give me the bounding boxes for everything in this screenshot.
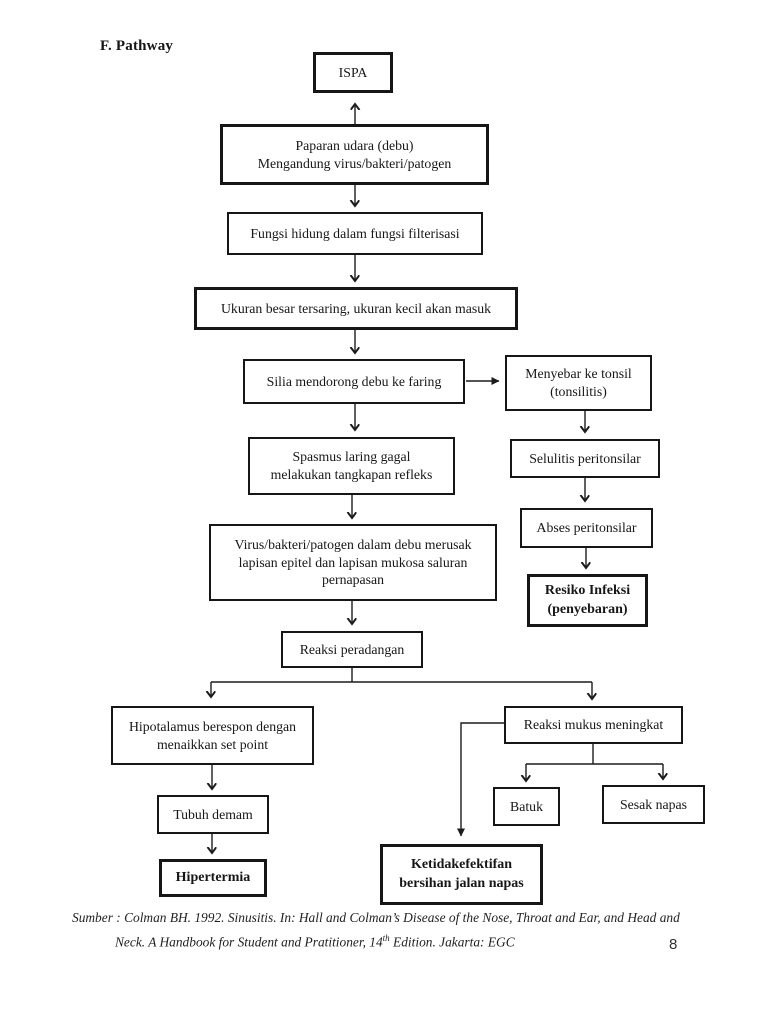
flow-node-ukuran-besar: Ukuran besar tersaring, ukuran kecil aka… [194,287,518,330]
flow-node-virus-merusak: Virus/bakteri/patogen dalam debu merusak… [209,524,497,601]
flow-node-reaksi-mukus: Reaksi mukus meningkat [504,706,683,744]
flow-node-hipertermia: Hipertermia [159,859,267,897]
flow-node-reaksi-peradangan: Reaksi peradangan [281,631,423,668]
flow-node-fungsi-hidung: Fungsi hidung dalam fungsi filterisasi [227,212,483,255]
citation-superscript: th [382,933,390,943]
flow-node-sesak-napas: Sesak napas [602,785,705,824]
flow-node-selulitis: Selulitis peritonsilar [510,439,660,478]
flow-node-resiko-infeksi: Resiko Infeksi (penyebaran) [527,574,648,627]
page-number: 8 [669,936,678,953]
page-title: F. Pathway [100,38,174,54]
arrow-mukus-to-ketidakefektifan [457,722,504,837]
flow-node-spasmus-laring: Spasmus laring gagal melakukan tangkapan… [248,437,455,495]
flow-node-ketidakefektifan: Ketidakefektifan bersihan jalan napas [380,844,543,905]
citation-line-2: Neck. A Handbook for Student and Pratiti… [115,933,515,950]
flow-node-tubuh-demam: Tubuh demam [157,795,269,834]
flow-node-menyebar-tonsil: Menyebar ke tonsil (tonsilitis) [505,355,652,411]
flow-node-abses: Abses peritonsilar [520,508,653,548]
flow-node-silia: Silia mendorong debu ke faring [243,359,465,404]
citation-line-1: Sumber : Colman BH. 1992. Sinusitis. In:… [72,910,680,925]
flow-node-paparan-udara: Paparan udara (debu) Mengandung virus/ba… [220,124,489,185]
flow-node-batuk: Batuk [493,787,560,826]
flow-node-ispa: ISPA [313,52,393,93]
flow-node-hipotalamus: Hipotalamus berespon dengan menaikkan se… [111,706,314,765]
